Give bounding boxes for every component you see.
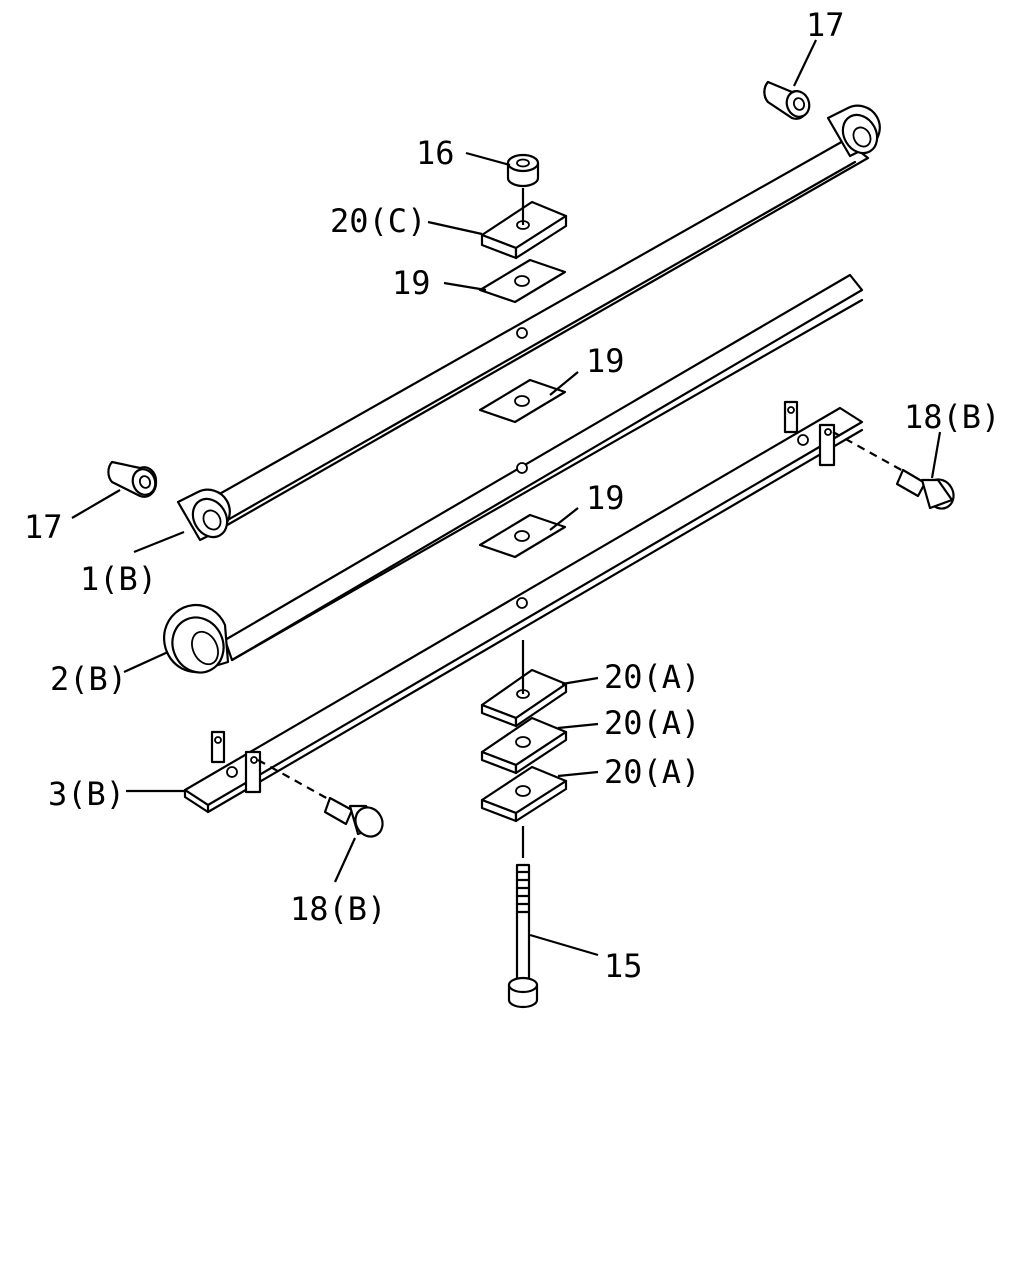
callout-17-top: 17 [806,6,845,44]
callout-20c: 20(C) [330,202,426,240]
bolt-18b-right [832,431,955,510]
callout-20a-2: 20(A) [604,704,700,742]
callout-19-low: 19 [586,479,625,517]
plate-19-mid [478,378,567,424]
leaf-2b [163,273,864,674]
leaf-1b [176,104,881,542]
callout-19-mid: 19 [586,342,625,380]
callout-18b-right: 18(B) [904,398,1000,436]
bolt-18b-left [257,759,384,838]
leaf-1b-left-eye [176,488,231,542]
callout-20a-1: 20(A) [604,658,700,696]
callout-17-left: 17 [24,508,63,546]
plate-20a-2 [480,716,568,775]
callout-19-top: 19 [392,264,431,302]
leaf-1b-right-eye [826,104,881,158]
callout-16: 16 [416,134,455,172]
plate-19-top [478,258,567,304]
leaf-3b [183,400,864,814]
callout-18b-left: 18(B) [290,890,386,928]
bushing-17-top [763,80,811,120]
leaf-2b-wrap-eye [163,603,230,674]
plate-19-low [478,513,567,559]
callout-20a-3: 20(A) [604,753,700,791]
callout-2b: 2(B) [50,660,127,698]
leaf-3b-left-clip [210,730,262,794]
callout-3b: 3(B) [48,775,125,813]
plate-20a-3 [480,765,568,823]
callout-15: 15 [604,947,643,985]
callout-1b: 1(B) [80,560,157,598]
bushing-17-left [107,460,158,498]
bolt-15 [507,863,539,1009]
nut-16 [506,153,540,188]
leaf-3b-right-clip [783,400,836,467]
